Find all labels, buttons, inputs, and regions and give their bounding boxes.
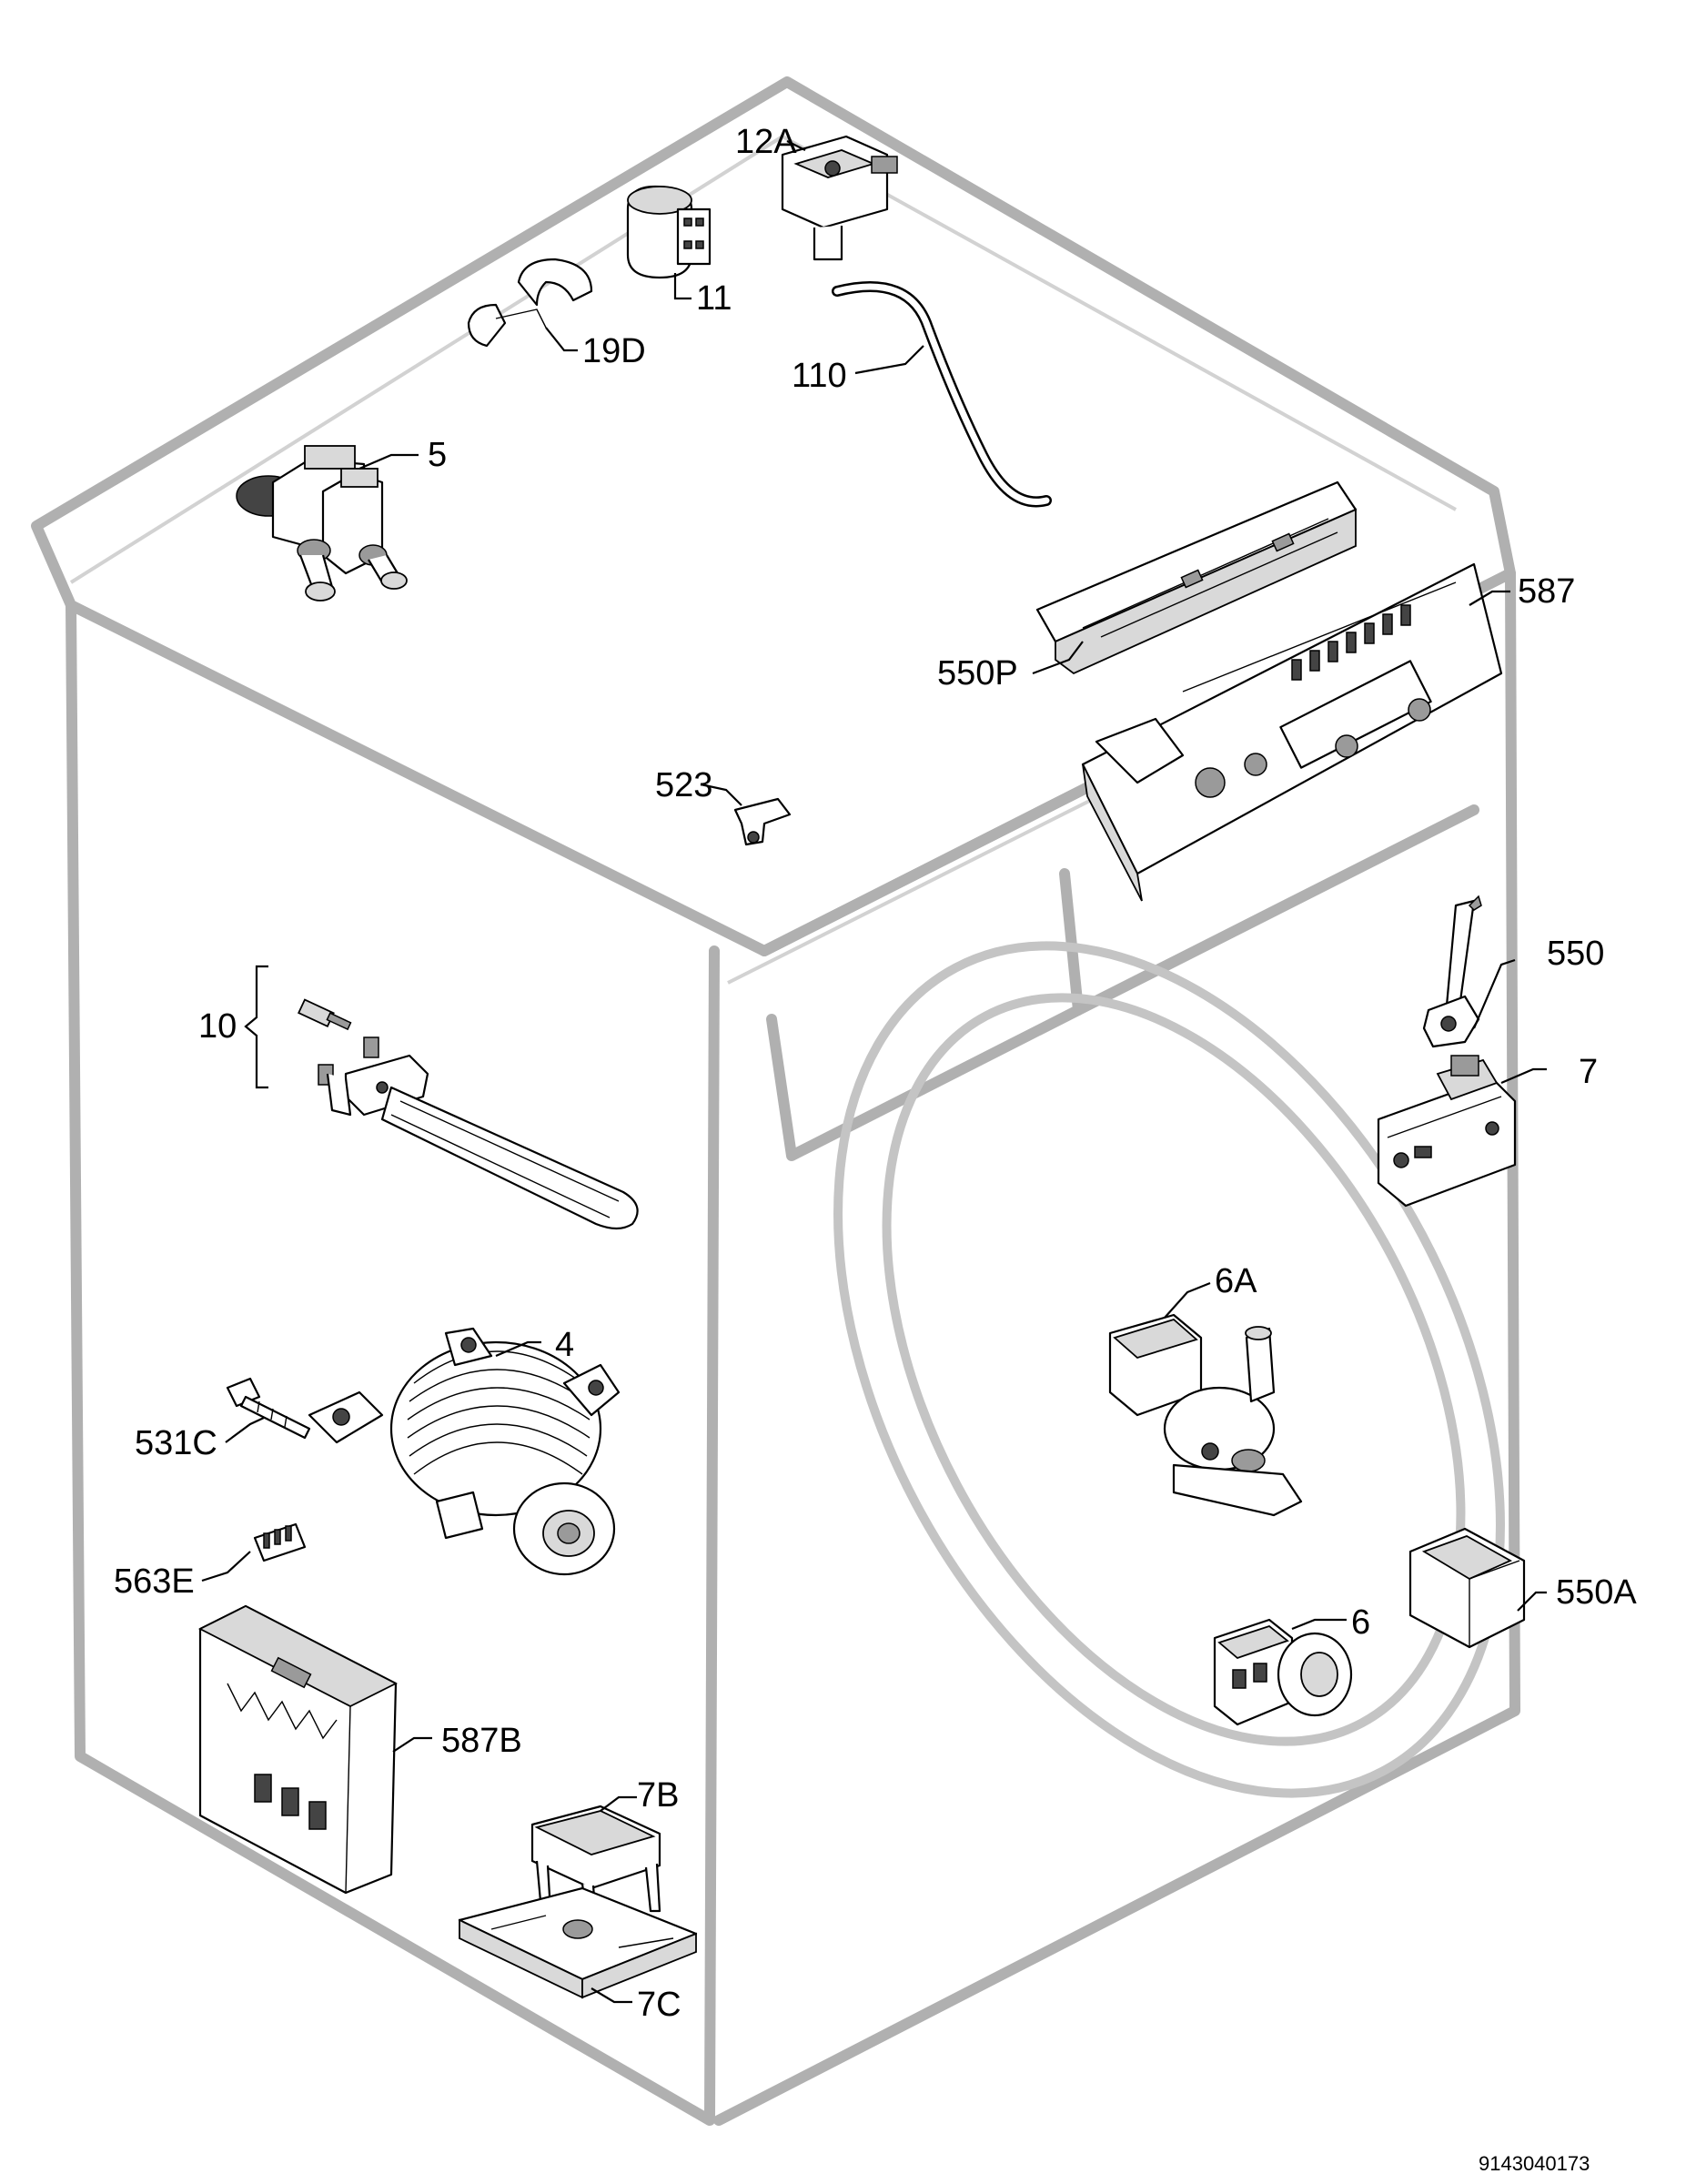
drain-pump-6	[1213, 1618, 1353, 1726]
door-rings	[833, 941, 1505, 1798]
label-7C: 7C	[637, 1986, 681, 2024]
pressure-hose-110	[832, 281, 1052, 508]
label-19D: 19D	[582, 332, 646, 370]
label-11: 11	[696, 279, 732, 318]
inlet-valve-5	[236, 445, 408, 602]
pressure-hose-110-core	[833, 283, 1050, 505]
label-12A: 12A	[735, 123, 797, 161]
label-7: 7	[1579, 1053, 1598, 1091]
base-plate-7C	[458, 1886, 698, 1999]
label-6A: 6A	[1215, 1262, 1257, 1300]
cable-clip-19D	[467, 258, 593, 348]
panel-strip-550P	[1035, 480, 1358, 675]
label-531C: 531C	[135, 1424, 217, 1462]
document-id: 9143040173	[1479, 2152, 1590, 2175]
clip-523	[733, 797, 792, 846]
label-550A: 550A	[1556, 1573, 1637, 1612]
electronic-board-587B	[198, 1604, 398, 1895]
motor-4	[308, 1327, 621, 1576]
label-587B: 587B	[441, 1722, 522, 1760]
connector-563E	[253, 1522, 307, 1562]
label-10: 10	[198, 1007, 237, 1046]
mains-filter-11	[626, 185, 712, 279]
label-6: 6	[1351, 1603, 1370, 1642]
drain-pump-6A	[1108, 1313, 1303, 1517]
pressure-switch-12A	[781, 135, 898, 261]
label-110: 110	[792, 357, 847, 395]
label-550P: 550P	[937, 654, 1018, 693]
label-5: 5	[428, 436, 447, 474]
label-587: 587	[1518, 572, 1575, 611]
label-563E: 563E	[114, 1562, 195, 1601]
label-7B: 7B	[637, 1776, 679, 1815]
door-catch-7B	[530, 1805, 661, 1922]
door-lock-7	[1377, 1055, 1517, 1208]
cover-cap-550A	[1408, 1527, 1526, 1649]
door-lever-550	[1422, 895, 1482, 1048]
label-550: 550	[1547, 935, 1604, 973]
heating-element-10	[244, 965, 639, 1230]
screw-531C	[226, 1377, 311, 1440]
label-523: 523	[655, 766, 712, 804]
electronic-board-587	[1081, 562, 1503, 902]
label-4: 4	[555, 1326, 574, 1364]
